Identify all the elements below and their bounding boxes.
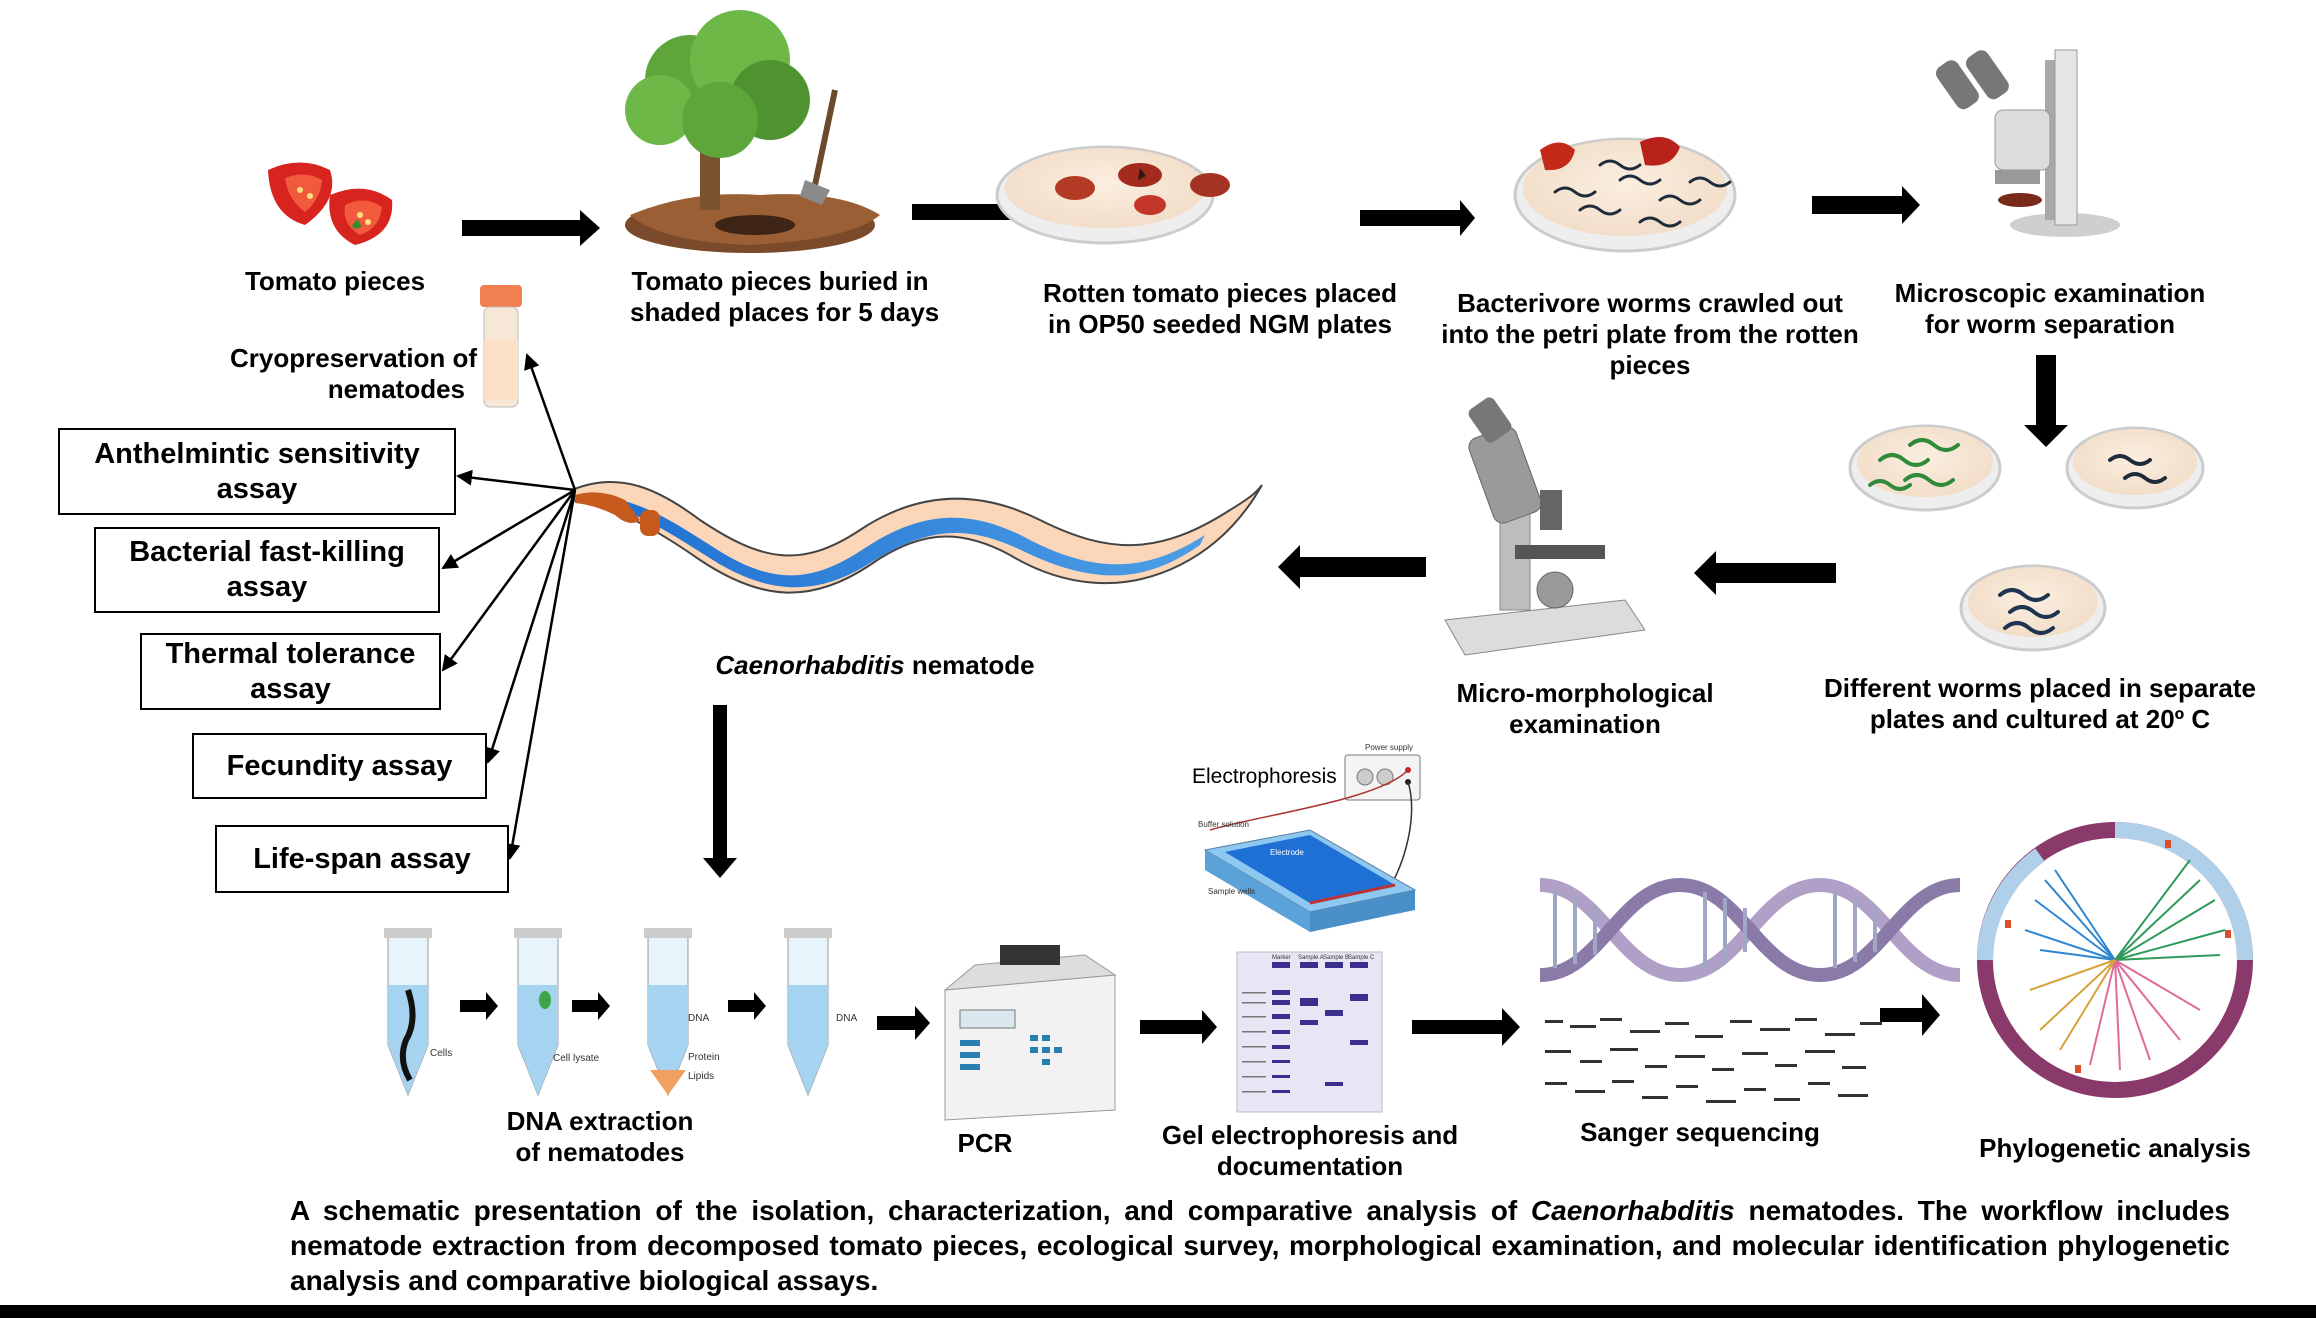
gel-header-sample-a: Sample A <box>1298 955 1324 961</box>
dna-helix-icon <box>1539 877 1961 983</box>
cell-lysate-label: Cell lysate <box>553 1053 600 1064</box>
cells-label: Cells <box>430 1048 453 1059</box>
sample-wells-label: Sample wells <box>1208 887 1256 896</box>
sanger-reads-icon <box>1545 1018 1882 1103</box>
figure-caption: A schematic presentation of the isolatio… <box>290 1195 2230 1296</box>
assay-arrows <box>441 353 577 860</box>
gel-wells <box>1272 962 1368 968</box>
nematode-label: Caenorhabditis nematode <box>715 650 1035 680</box>
flow-arrows <box>460 186 2068 1046</box>
gel-bands <box>1272 990 1368 1093</box>
tube-2 <box>514 928 562 1097</box>
fecundity-assay-box: Fecundity assay <box>192 733 487 799</box>
buffer-solution-label: Buffer solution <box>1198 820 1249 829</box>
electrode-label: Electrode <box>1270 848 1304 857</box>
tube-3 <box>644 928 692 1097</box>
dna-label-tube4: DNA <box>836 1013 858 1024</box>
tomato-pieces-label: Tomato pieces <box>244 266 426 296</box>
dna-label-tube3: DNA <box>688 1013 710 1024</box>
gel-image-icon <box>1236 951 1383 1113</box>
gel-header-sample-b: Sample B <box>1323 955 1350 961</box>
dna-extraction-tubes <box>384 928 832 1097</box>
gel-header-marker: Marker <box>1272 955 1291 961</box>
bacterivore-worms-plate-icon <box>1513 137 1737 253</box>
phylogenetic-tree-icon <box>1977 822 2253 1098</box>
stereo-microscope-icon <box>1935 49 2120 237</box>
sanger-sequencing-label: Sanger sequencing <box>1580 1117 1820 1147</box>
buried-tomato-tree-icon <box>625 10 880 253</box>
tube-4 <box>784 928 832 1097</box>
cryovial-icon <box>480 285 522 408</box>
tube-1 <box>384 928 432 1097</box>
bottom-bar <box>0 1305 2316 1318</box>
power-supply-label: Power supply <box>1365 743 1414 752</box>
gel-header-sample-c: Sample C <box>1348 955 1375 961</box>
pcr-machine-icon <box>943 945 1117 1121</box>
rotten-tomato-plate-icon <box>995 145 1230 245</box>
lipids-label: Lipids <box>688 1071 715 1082</box>
caenorhabditis-worm-icon <box>571 481 1263 594</box>
electrophoresis-title: Electrophoresis <box>1192 765 1337 788</box>
compound-microscope-icon <box>1444 397 1646 656</box>
tomato-pieces-icon <box>268 162 393 245</box>
pcr-label: PCR <box>957 1128 1013 1158</box>
electrophoresis-apparatus-icon <box>1203 754 1421 932</box>
phylogenetic-analysis-label: Phylogenetic analysis <box>1979 1133 2251 1163</box>
life-span-assay-box: Life-span assay <box>215 825 509 893</box>
separate-worm-plates-icon <box>1848 424 2205 652</box>
protein-label: Protein <box>688 1052 720 1063</box>
